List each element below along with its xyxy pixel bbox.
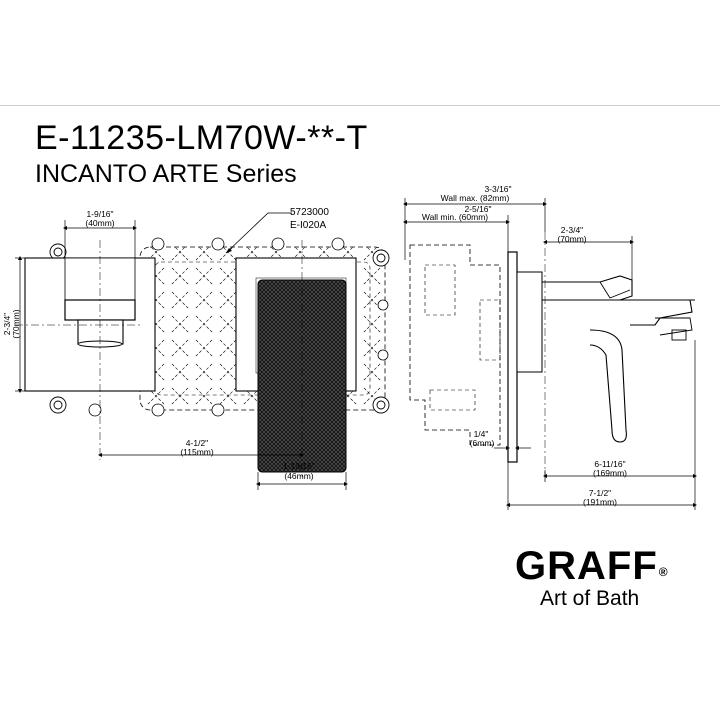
wall-max-in: 3-3/16"	[484, 184, 511, 194]
mounting-ear	[88, 403, 102, 417]
total-in: 7-1/2"	[589, 488, 611, 498]
handle-width-mm: (46mm)	[284, 471, 313, 481]
handle-width-in: 1-13/16"	[283, 461, 315, 471]
side-valve-body	[516, 271, 543, 373]
total-mm: (191mm)	[583, 497, 617, 507]
front-view	[15, 212, 390, 478]
series-name: INCANTO ARTE Series	[35, 160, 297, 188]
spout-upper-profile	[542, 275, 695, 301]
spout-aerator	[671, 329, 687, 341]
spacing-in: 4-1/2"	[186, 438, 208, 448]
top-rule	[0, 105, 720, 106]
side-rough-in-cavity	[424, 264, 456, 316]
front-width-mm: (40mm)	[85, 218, 114, 228]
height-in: 2-3/4"	[2, 313, 12, 335]
spout-tip	[600, 299, 693, 326]
mounting-ear	[211, 403, 225, 417]
brand-name: GRAFF	[515, 544, 658, 588]
side-wall-plate	[507, 251, 518, 463]
corner-ports	[49, 243, 390, 414]
plate-mm: (6mm)	[470, 438, 495, 448]
brand-tagline: Art of Bath	[540, 587, 640, 610]
port-fitting	[376, 253, 386, 263]
mounting-ear	[377, 349, 389, 361]
wall-max-label: Wall max. (82mm)	[441, 193, 510, 203]
side-handle-lever	[589, 329, 627, 443]
port-fitting	[53, 400, 63, 410]
valve-ref: E-I020A	[290, 220, 326, 231]
spacing-mm: (115mm)	[180, 447, 214, 457]
mounting-ear	[151, 237, 165, 251]
mounting-ear	[151, 403, 165, 417]
part-leader-arrow	[226, 248, 232, 253]
port-fitting	[53, 247, 63, 257]
valve-code: 5723000	[290, 207, 329, 218]
height-label-group: 2-3/4" (70mm)	[2, 309, 21, 338]
mounting-ear	[377, 299, 389, 311]
front-width-in: 1-9/16"	[86, 209, 113, 219]
plate-in: 1/4"	[474, 429, 489, 439]
mounting-ear	[331, 237, 345, 251]
wall-min-in: 2-5/16"	[464, 204, 491, 214]
projection-mm: (169mm)	[593, 468, 627, 478]
brand-logo: GRAFF®	[515, 545, 669, 587]
height-mm: (70mm)	[11, 309, 21, 338]
spout-outlet	[77, 319, 124, 345]
port-fitting	[376, 400, 386, 410]
side-dimensions	[402, 198, 698, 510]
model-number: E-11235-LM70W-**-T	[35, 119, 368, 157]
part-leader	[225, 212, 292, 254]
mounting-ear	[211, 237, 225, 251]
projection-in: 6-11/16"	[594, 459, 625, 469]
side-rough-in	[409, 244, 501, 446]
side-view	[409, 232, 695, 475]
wall-min-label: Wall min. (60mm)	[422, 212, 488, 222]
front-dimensions	[15, 220, 349, 490]
spout-height-in: 2-3/4"	[561, 225, 583, 235]
registered-mark: ®	[658, 565, 669, 579]
spout-underside	[655, 317, 693, 336]
dimension-labels: 1-9/16" (40mm) 2-3/4" (70mm) 4-1/2" (115…	[2, 184, 627, 507]
spout-height-mm: (70mm)	[557, 234, 586, 244]
mounting-ear	[271, 237, 285, 251]
side-rough-in-cavity	[429, 389, 476, 411]
side-rough-in-cavity	[479, 299, 501, 361]
spout-body-detail	[542, 281, 631, 301]
